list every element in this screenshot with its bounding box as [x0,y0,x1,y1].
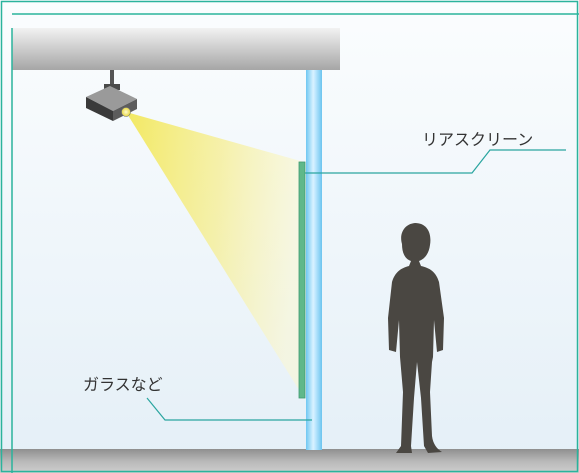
person-silhouette-icon [388,223,444,453]
ceiling [12,28,340,70]
light-beam [126,112,304,398]
projector-icon [86,70,137,121]
floor [0,449,579,473]
label-glass: ガラスなど [83,375,163,394]
glass-pane [306,70,322,450]
rear-screen-panel [298,161,306,399]
label-rear-screen: リアスクリーン [422,130,534,149]
leader-line-rear-screen [305,149,566,174]
leader-line-glass [146,397,312,421]
